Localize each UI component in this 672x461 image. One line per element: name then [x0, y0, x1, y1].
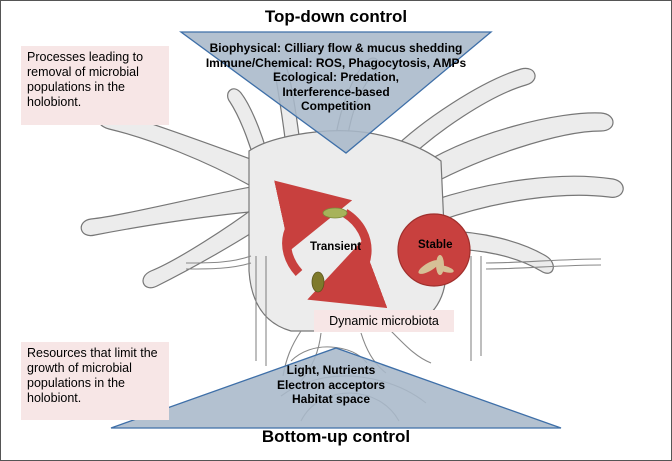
stable-label: Stable	[418, 239, 453, 251]
tentacle-right-mid	[430, 175, 624, 222]
tentacle-left-lower	[80, 185, 260, 237]
transient-arrow-upper	[274, 180, 353, 277]
microbe-green-top	[322, 207, 348, 219]
stable-microbe-1	[418, 260, 440, 274]
top-factor-line: Biophysical: Cilliary flow & mucus shedd…	[209, 41, 463, 55]
transient-cycle	[274, 180, 388, 309]
limiting-resources-note: Resources that limit the growth of micro…	[21, 342, 169, 420]
bottom-up-control-title: Bottom-up control	[261, 427, 411, 446]
top-factor-line: Immune/Chemical: ROS, Phagocytosis, AMPs	[205, 55, 467, 70]
bottom-factor-line: Habitat space	[291, 392, 371, 406]
stable-microbe-3	[436, 265, 454, 273]
top-factor-line: Interference-based	[282, 84, 390, 99]
transient-label: Transient	[310, 241, 362, 253]
tentacle-right-top	[390, 67, 536, 167]
dynamic-microbiota-label: Dynamic microbiota	[314, 310, 454, 332]
removal-processes-note: Processes leading to removal of microbia…	[21, 46, 169, 125]
microbe-olive-bottom	[311, 271, 325, 293]
stable-circle	[397, 213, 471, 287]
bottom-up-triangle	[110, 347, 562, 429]
top-factor-line: Competition	[301, 99, 371, 113]
bottom-factor-line: Electron acceptors	[276, 377, 386, 392]
top-down-factors: Biophysical: Cilliary flow & mucus shedd…	[181, 41, 491, 114]
tentacle-right-upper	[410, 112, 614, 192]
top-down-control-title: Top-down control	[264, 7, 408, 26]
bottom-factor-line: Light, Nutrients	[286, 363, 376, 377]
top-factor-line: Ecological: Predation,	[272, 70, 400, 84]
bottom-up-factors: Light, Nutrients Electron acceptors Habi…	[241, 363, 421, 407]
top-down-triangle	[179, 31, 493, 154]
stable-microbe-2	[436, 255, 444, 275]
tentacle-left-long	[142, 200, 274, 289]
stable-cluster	[397, 213, 471, 287]
transient-arrow-lower	[307, 209, 388, 309]
